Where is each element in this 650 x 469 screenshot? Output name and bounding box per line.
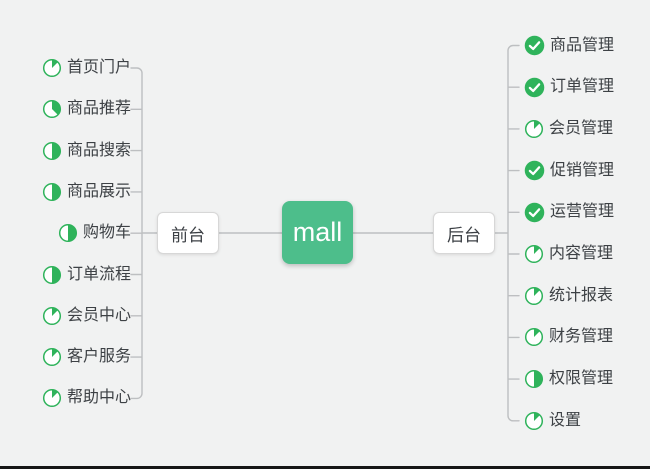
topic-label: 商品推荐 xyxy=(66,100,131,118)
task-progress-icon xyxy=(524,286,544,306)
topic-label: 促销管理 xyxy=(550,161,615,179)
mindmap-topic[interactable]: 商品管理 xyxy=(524,35,614,57)
task-progress-icon xyxy=(524,119,544,139)
mindmap-topic[interactable]: 商品展示 xyxy=(42,181,131,203)
topic-label: 会员管理 xyxy=(549,119,614,137)
topic-label: 购物车 xyxy=(82,224,131,242)
task-progress-icon xyxy=(42,265,62,285)
mindmap-topic[interactable]: 财务管理 xyxy=(524,326,613,348)
mindmap-topic[interactable]: 运营管理 xyxy=(524,201,614,223)
task-progress-icon xyxy=(42,347,62,367)
mindmap-topic[interactable]: 会员管理 xyxy=(524,118,613,140)
task-progress-icon xyxy=(42,58,62,78)
root-node-mall[interactable]: mall xyxy=(282,201,353,264)
mindmap-topic[interactable]: 订单流程 xyxy=(42,264,131,286)
mindmap-topic[interactable]: 客户服务 xyxy=(42,346,131,368)
task-progress-icon xyxy=(42,388,62,408)
task-progress-icon xyxy=(524,369,544,389)
topic-label: 运营管理 xyxy=(550,203,615,221)
task-done-icon xyxy=(524,160,545,181)
task-done-icon xyxy=(524,35,545,56)
task-progress-icon xyxy=(42,182,62,202)
topic-label: 商品展示 xyxy=(66,182,131,200)
topic-label: 会员中心 xyxy=(66,306,131,324)
topic-label: 内容管理 xyxy=(549,245,614,262)
back-stage-label: 后台 xyxy=(447,225,481,245)
task-progress-icon xyxy=(42,141,62,161)
front-stage-node[interactable]: 前台 xyxy=(157,212,219,254)
back-stage-node[interactable]: 后台 xyxy=(433,212,495,254)
mindmap-topic[interactable]: 首页门户 xyxy=(42,57,131,79)
mindmap-topic[interactable]: 内容管理 xyxy=(524,243,613,265)
mindmap-topic[interactable]: 统计报表 xyxy=(524,285,613,307)
task-progress-icon xyxy=(58,223,78,243)
topic-label: 订单流程 xyxy=(66,265,131,283)
mindmap-topic[interactable]: 商品推荐 xyxy=(42,98,131,120)
mindmap-topic[interactable]: 购物车 xyxy=(58,222,131,244)
topic-label: 商品管理 xyxy=(550,36,615,54)
topic-label: 设置 xyxy=(549,411,582,429)
mindmap-topic[interactable]: 会员中心 xyxy=(42,305,131,327)
task-progress-icon xyxy=(524,411,544,431)
root-node-label: mall xyxy=(292,217,343,247)
topic-label: 客户服务 xyxy=(66,348,131,366)
topic-label: 商品搜索 xyxy=(66,141,131,159)
mindmap-topic[interactable]: 促销管理 xyxy=(524,160,614,182)
task-progress-icon xyxy=(524,327,544,347)
mindmap-topic[interactable]: 帮助中心 xyxy=(42,387,131,409)
task-done-icon xyxy=(524,77,545,98)
task-progress-icon xyxy=(524,244,544,264)
mindmap-topic[interactable]: 设置 xyxy=(524,410,581,432)
topic-label: 帮助中心 xyxy=(66,389,131,407)
task-progress-icon xyxy=(42,306,62,326)
mindmap-topic[interactable]: 订单管理 xyxy=(524,76,614,98)
mindmap-topic[interactable]: 权限管理 xyxy=(524,368,613,390)
front-stage-label: 前台 xyxy=(171,225,205,245)
topic-label: 首页门户 xyxy=(66,59,131,76)
topic-label: 权限管理 xyxy=(549,370,614,388)
task-done-icon xyxy=(524,202,545,223)
topic-label: 统计报表 xyxy=(549,286,614,304)
topic-label: 财务管理 xyxy=(549,328,614,346)
mindmap-topic[interactable]: 商品搜索 xyxy=(42,140,131,162)
topic-label: 订单管理 xyxy=(550,78,615,96)
task-progress-icon xyxy=(42,99,62,119)
